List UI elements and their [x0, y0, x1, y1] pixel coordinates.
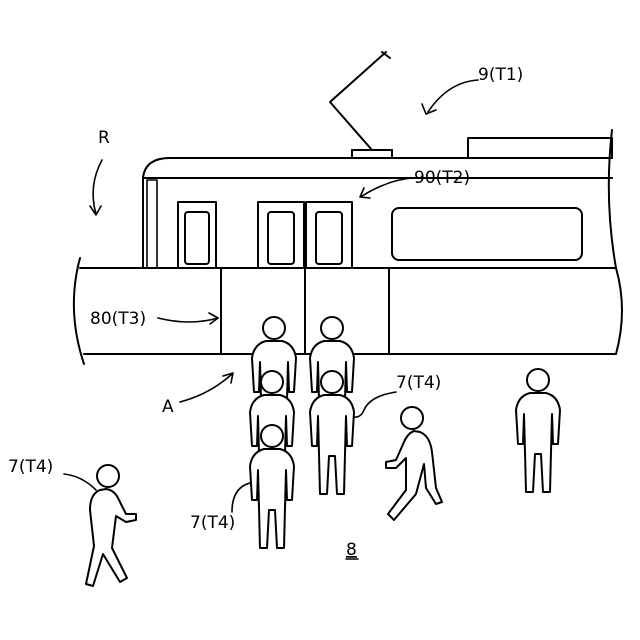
- train-body: [143, 158, 612, 268]
- label-person-left: 7(T4): [8, 457, 53, 477]
- label-person-mid: 7(T4): [190, 513, 235, 533]
- label-train-door: 90(T2): [414, 168, 470, 188]
- pantograph: [330, 52, 392, 158]
- passengers: [86, 317, 560, 586]
- label-train: 9(T1): [478, 65, 523, 85]
- person-walking: [386, 407, 442, 520]
- person-walking: [86, 465, 136, 586]
- label-region: R: [98, 128, 110, 148]
- front-door: [178, 202, 216, 268]
- person: [516, 369, 560, 492]
- label-platform: 8: [346, 540, 357, 560]
- label-person-top: 7(T4): [396, 373, 441, 393]
- roof-unit: [468, 138, 612, 158]
- train: [143, 52, 616, 268]
- label-area: A: [162, 397, 174, 417]
- train-window: [392, 208, 582, 260]
- train-door: [258, 202, 352, 268]
- label-platform-door: 80(T3): [90, 309, 146, 329]
